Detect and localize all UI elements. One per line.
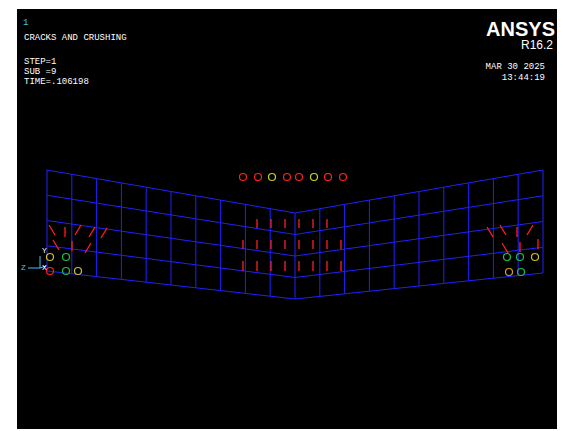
crack-mark [516,227,517,237]
crack-mark [242,261,243,271]
crush-mark [506,269,513,276]
crack-mark [312,240,313,249]
mesh-line [295,213,296,299]
axis-label: X [42,263,47,273]
mesh-line [195,196,196,288]
crush-mark [284,174,291,181]
mesh-line [121,183,122,280]
mesh-line [369,200,370,291]
time-stamp: 13:44:19 [502,73,545,83]
crack-mark [326,219,327,228]
crack-mark [85,243,91,253]
crack-mark [298,240,299,249]
crack-mark [270,219,271,228]
crush-mark [63,254,70,261]
crack-mark [256,240,257,249]
crack-mark [502,243,508,253]
time-label: TIME=.106198 [24,77,89,87]
crack-mark [500,225,506,235]
crush-mark [47,254,54,261]
crack-mark [326,261,327,271]
crush-mark [325,174,332,181]
crush-mark [63,268,70,275]
crack-mark [312,261,313,271]
crack-mark [270,261,271,271]
substep-label: SUB =9 [24,67,56,77]
crack-mark [101,228,107,238]
mesh-line [543,170,544,273]
step-label: STEP=1 [24,57,56,67]
date-label: MAR 30 2025 [486,62,545,72]
crack-mark [53,240,59,250]
crack-mark [326,240,327,249]
mesh-line [493,179,494,279]
axis-label: Y [42,246,47,256]
crush-mark [517,254,524,261]
mesh-line [394,196,395,289]
crush-mark [504,254,511,261]
mesh-line [443,187,444,283]
crack-mark [284,219,285,228]
crush-mark [532,254,539,261]
crush-mark [269,174,276,181]
mesh-line [419,192,420,287]
mesh-line [96,179,97,277]
crack-mark [89,227,95,237]
crack-mark [519,242,520,252]
axis-label: Z [21,263,26,273]
graphics-window [17,9,557,429]
crack-mark [49,225,55,235]
crush-mark [255,174,262,181]
crack-mark [298,261,299,271]
crush-mark [240,174,247,181]
crush-mark [311,174,318,181]
crack-mark [527,225,533,235]
crack-mark [256,219,257,228]
crack-mark [242,240,243,249]
logo: ANSYS [486,18,555,40]
crack-mark [340,261,341,271]
window-number: 1 [23,18,28,28]
mesh-line [171,192,172,286]
version-label: R16.2 [521,39,553,52]
mesh-line [270,209,271,297]
crack-mark [256,261,257,271]
axis-line [28,268,40,269]
mesh-line [71,174,72,273]
crack-mark [340,240,341,249]
axis-line [40,256,41,268]
mesh [47,170,543,299]
mesh-line [245,204,246,293]
crush-mark [518,269,525,276]
crack-mark [284,261,285,271]
crack-mark [298,219,299,228]
crack-mark [284,240,285,249]
crack-marks [49,219,538,271]
crush-mark [47,268,54,275]
mesh-line [319,209,320,297]
crack-mark [71,241,72,251]
crack-mark [270,240,271,249]
crack-mark [75,225,81,235]
crack-mark [487,227,493,237]
plot-title: CRACKS AND CRUSHING [24,33,127,43]
crush-mark [340,174,347,181]
mesh-line [220,200,221,291]
crack-mark [64,227,65,237]
mesh-line [468,183,469,281]
crack-mark [537,239,538,249]
mesh-line [344,204,345,293]
crush-mark [296,174,303,181]
crush-mark [75,268,82,275]
crack-mark [312,219,313,228]
mesh-line [146,187,147,282]
crush-marks [47,174,539,276]
